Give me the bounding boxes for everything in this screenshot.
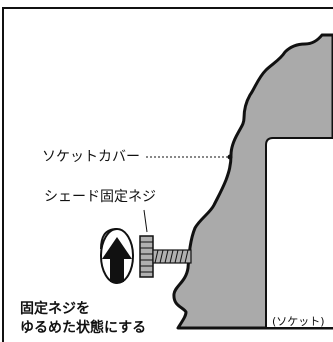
caption-line-2: ゆるめた状態にする — [20, 320, 147, 336]
socket-cover-label: ソケットカバー — [42, 149, 140, 165]
socket-body — [265, 137, 333, 329]
frame-border — [2, 7, 333, 342]
rotation-arrow-icon — [100, 228, 134, 284]
shade-screw-label: シェード固定ネジ — [44, 189, 156, 205]
caption-line-1: 固定ネジを — [20, 301, 90, 317]
socket-cover-leader-dot — [227, 154, 233, 160]
instruction-caption: 固定ネジを ゆるめた状態にする — [20, 300, 146, 338]
socket-label: (ソケット) — [272, 315, 325, 328]
shade-screw — [139, 235, 192, 278]
shade-screw-leader — [143, 209, 148, 233]
